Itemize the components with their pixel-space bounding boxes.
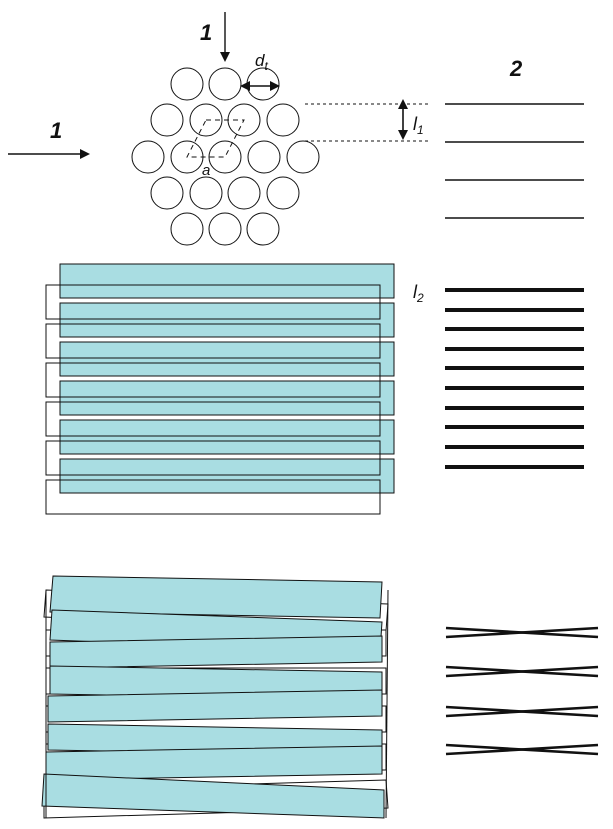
tube-circle [170, 212, 204, 246]
cyan-plate [59, 380, 395, 416]
label-dt: dt [255, 51, 268, 73]
tube-bundle [131, 67, 320, 246]
outline-plate-edge [45, 440, 381, 476]
cross-line [445, 743, 599, 756]
tube-circle [247, 140, 281, 174]
cyan-plate [59, 302, 395, 338]
cyan-tilted-plate [45, 745, 383, 781]
label-arrow-left: 1 [50, 118, 62, 143]
tube-circle [246, 67, 280, 101]
outline-plate-edge [45, 323, 381, 359]
cyan-plate [59, 419, 395, 455]
outline-plate-edge [45, 362, 381, 398]
cyan-plate [59, 263, 395, 299]
tube-circle [246, 212, 280, 246]
l1-dimension: l1 [305, 99, 430, 142]
dt-dimension: dt [240, 51, 280, 91]
cross-line [445, 626, 599, 639]
label-column-2: 2 [509, 56, 523, 81]
cyan-tilted-plate [41, 773, 385, 819]
cyan-tilted-plate [47, 689, 383, 723]
tube-circle [189, 176, 223, 210]
tube-circle [227, 176, 261, 210]
tube-circle [208, 67, 242, 101]
label-l2: l2 [413, 282, 424, 305]
tube-circle [266, 103, 300, 137]
label-a: a [202, 162, 210, 179]
cross-line [445, 705, 599, 718]
outline-plate-edge [45, 401, 381, 437]
flow-arrow-top: 1 [200, 12, 230, 62]
tube-circle [208, 212, 242, 246]
cyan-tilted-plate [49, 575, 383, 619]
tube-circle [286, 140, 320, 174]
crossed-lines-group [445, 626, 599, 756]
tube-circle [208, 140, 242, 174]
tube-circle [170, 67, 204, 101]
label-l1: l1 [413, 114, 424, 137]
thin-lines-group [445, 103, 584, 219]
cyan-plate [59, 341, 395, 377]
tilted-plates [41, 575, 389, 819]
outline-plate-edge [45, 479, 381, 515]
flow-arrow-left: 1 [8, 118, 90, 159]
tube-circle [131, 140, 165, 174]
tube-circle [266, 176, 300, 210]
label-arrow-top: 1 [200, 20, 212, 45]
thick-lines-group [445, 288, 584, 469]
tube-circle [150, 103, 184, 137]
staggered-plates [45, 263, 395, 515]
cyan-tilted-plate [49, 635, 383, 669]
tube-circle [150, 176, 184, 210]
cyan-plate [59, 458, 395, 494]
frame-right-edge [385, 589, 389, 819]
outline-plate-edge [45, 284, 381, 320]
cross-line [445, 665, 599, 678]
